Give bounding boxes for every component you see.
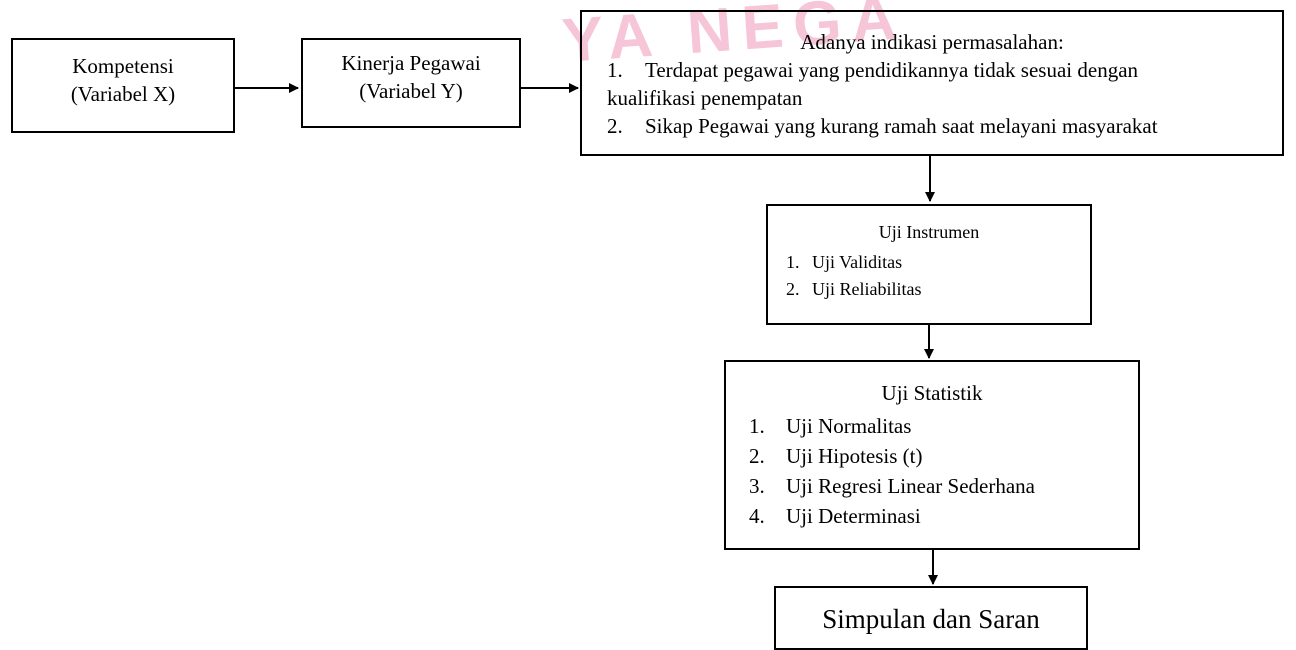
simpulan-box: Simpulan dan Saran	[774, 586, 1088, 650]
indikasi-title: Adanya indikasi permasalahan:	[800, 30, 1064, 54]
list-item: 2. Uji Reliabilitas	[786, 276, 1090, 303]
indikasi-item-continuation: kualifikasi penempatan	[607, 84, 1282, 112]
kompetensi-variable: (Variabel X)	[70, 82, 176, 106]
list-text: Uji Regresi Linear Sederhana	[786, 474, 1035, 498]
uji-statistik-box: Uji Statistik 1. Uji Normalitas 2. Uji H…	[724, 360, 1140, 550]
indikasi-item: 1. Terdapat pegawai yang pendidikannya t…	[607, 56, 1282, 84]
indikasi-list: 1. Terdapat pegawai yang pendidikannya t…	[607, 56, 1282, 140]
list-number: 2.	[786, 279, 800, 299]
indikasi-item: 2. Sikap Pegawai yang kurang ramah saat …	[607, 112, 1282, 140]
uji-instrumen-list: 1. Uji Validitas 2. Uji Reliabilitas	[786, 249, 1090, 303]
uji-instrumen-title: Uji Instrumen	[878, 222, 980, 242]
list-item: 3. Uji Regresi Linear Sederhana	[749, 471, 1138, 501]
list-text: Uji Validitas	[812, 252, 903, 272]
list-text: Terdapat pegawai yang pendidikannya tida…	[645, 58, 1139, 82]
kompetensi-label: Kompetensi	[72, 54, 174, 78]
list-item: 1. Uji Normalitas	[749, 411, 1138, 441]
list-item: 2. Uji Hipotesis (t)	[749, 441, 1138, 471]
kinerja-box: Kinerja Pegawai (Variabel Y)	[301, 38, 521, 128]
list-number: 1.	[607, 58, 623, 82]
uji-instrumen-box: Uji Instrumen 1. Uji Validitas 2. Uji Re…	[766, 204, 1092, 325]
list-text: Uji Determinasi	[786, 504, 921, 528]
list-number: 1.	[749, 414, 765, 438]
list-item: 1. Uji Validitas	[786, 249, 1090, 276]
list-text: Uji Reliabilitas	[812, 279, 922, 299]
list-text: Uji Hipotesis (t)	[786, 444, 923, 468]
list-text: Uji Normalitas	[786, 414, 912, 438]
indikasi-box: Adanya indikasi permasalahan: 1. Terdapa…	[580, 10, 1284, 156]
list-number: 2.	[607, 114, 623, 138]
list-number: 3.	[749, 474, 765, 498]
kinerja-label: Kinerja Pegawai	[341, 51, 481, 75]
list-text: kualifikasi penempatan	[607, 86, 803, 110]
simpulan-label: Simpulan dan Saran	[822, 604, 1040, 634]
uji-statistik-title: Uji Statistik	[881, 381, 983, 405]
kinerja-variable: (Variabel Y)	[359, 79, 463, 103]
list-number: 4.	[749, 504, 765, 528]
list-item: 4. Uji Determinasi	[749, 501, 1138, 531]
list-number: 2.	[749, 444, 765, 468]
list-number: 1.	[786, 252, 800, 272]
kompetensi-box: Kompetensi (Variabel X)	[11, 38, 235, 133]
uji-statistik-list: 1. Uji Normalitas 2. Uji Hipotesis (t) 3…	[749, 411, 1138, 531]
list-text: Sikap Pegawai yang kurang ramah saat mel…	[645, 114, 1158, 138]
